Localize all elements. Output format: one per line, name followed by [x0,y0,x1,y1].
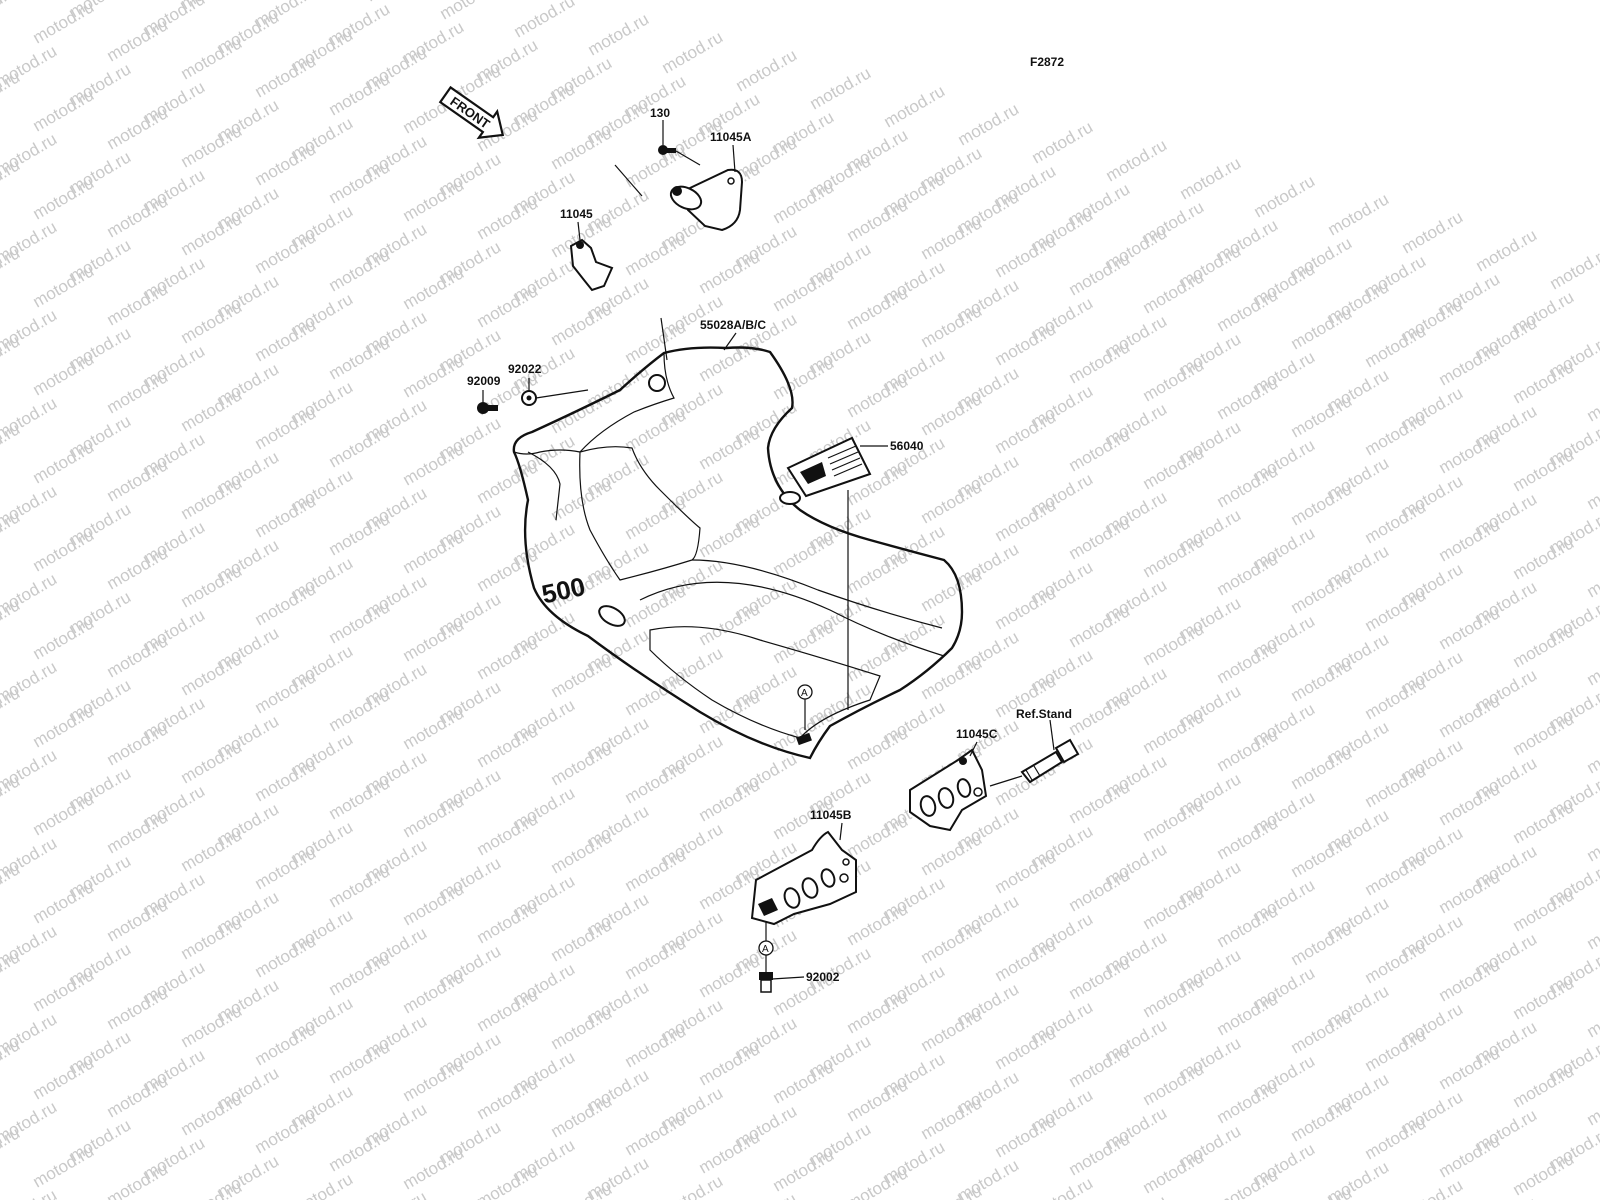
bolt-92009 [477,390,498,414]
bracket-11045C [909,741,988,832]
bracket-11045 [569,221,614,292]
label-92022: 92022 [508,362,542,376]
label-56040: 56040 [890,439,924,453]
bracket-11045A [614,144,744,232]
label-130: 130 [650,106,670,120]
label-92009: 92009 [467,374,501,388]
ref-marker-a-bolt: A [758,922,774,972]
bolt-92002 [759,972,805,993]
label-11045: 11045 [560,207,593,221]
label-ref-stand: Ref.Stand [1016,707,1072,721]
lower-fairing-55028: 500 [512,317,964,760]
svg-text:A: A [762,944,769,955]
front-arrow: FRONT [438,85,505,140]
ref-stand-pin [989,719,1080,787]
label-55028: 55028A/B/C [700,318,766,332]
washer-92022 [521,378,589,406]
bracket-11045B [750,822,857,926]
bolt-130 [658,120,701,166]
figure-code: F2872 [1030,55,1064,69]
ref-marker-a-fairing: A [797,684,813,730]
fairing-500-marking: 500 [539,571,588,609]
label-11045C: 11045C [956,727,998,741]
label-92002: 92002 [806,970,840,984]
label-11045B: 11045B [810,808,852,822]
svg-text:A: A [801,688,808,699]
label-11045A: 11045A [710,130,752,144]
label-decal-56040 [786,436,888,710]
